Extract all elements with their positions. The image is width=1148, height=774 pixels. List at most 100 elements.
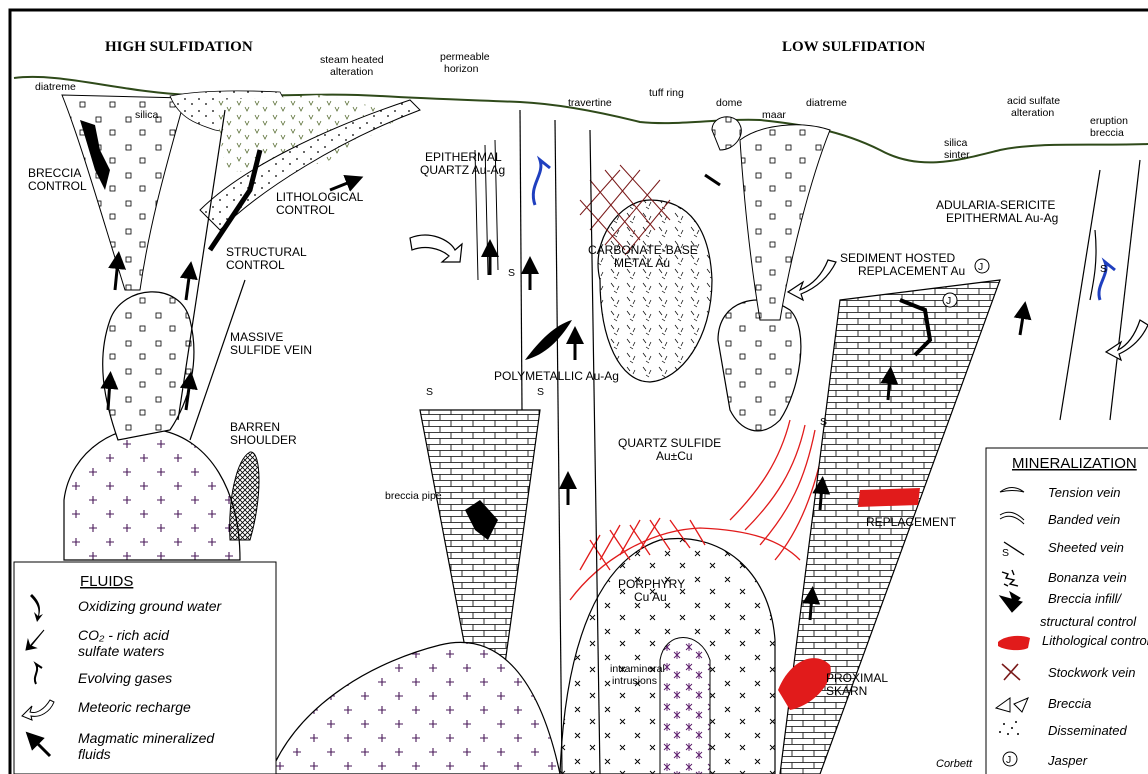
label-permeable-1: permeable	[440, 51, 490, 63]
label-sediment-hosted-2: REPLACEMENT Au	[858, 264, 965, 278]
fluids-item-3-text: Evolving gases	[78, 670, 172, 686]
hs-fault	[178, 110, 225, 420]
mineral-item-3-text: Sheeted vein	[1048, 540, 1124, 555]
replacement-red	[858, 488, 920, 507]
fluids-item-1-text: Oxidizing ground water	[78, 598, 223, 614]
label-lithological-1: LITHOLOGICAL	[276, 190, 364, 204]
mineral-item-9-text: Disseminated	[1048, 723, 1128, 738]
dome-top	[712, 117, 741, 150]
ls-fault-2	[1110, 160, 1140, 420]
mineral-item-5-text-1: Breccia infill/	[1048, 591, 1122, 606]
label-dome: dome	[716, 97, 742, 109]
fluids-item-5-text-2: fluids	[78, 746, 111, 762]
label-barren-2: SHOULDER	[230, 433, 297, 447]
mineral-item-6-text: Lithological control	[1042, 633, 1148, 648]
jasper-icon: J	[1003, 752, 1017, 766]
label-structural-2: CONTROL	[226, 258, 285, 272]
polymetallic-fault-1	[520, 110, 522, 410]
label-structural-1: STRUCTURAL	[226, 245, 307, 259]
label-acid-sulfate-2: alteration	[1011, 107, 1054, 119]
label-replacement: REPLACEMENT	[866, 515, 957, 529]
high-sulfidation-title: HIGH SULFIDATION	[105, 39, 253, 55]
label-sheeted-s-2: S	[426, 386, 433, 398]
label-breccia-control-1: BRECCIA	[28, 166, 81, 180]
author-credit: Corbett	[936, 758, 973, 770]
mineral-item-1-text: Tension vein	[1048, 485, 1121, 500]
fluids-item-5-text-1: Magmatic mineralized	[78, 730, 215, 746]
fluids-item-4-text: Meteoric recharge	[78, 699, 191, 715]
mineral-item-2-text: Banded vein	[1048, 512, 1120, 527]
label-carbonate-base-2: METAL Au	[614, 256, 670, 270]
intramineral-intrusion	[660, 638, 710, 774]
hs-intrusion	[64, 428, 240, 560]
fluids-legend-heading: FLUIDS	[80, 573, 133, 590]
polymetallic-fault-2	[555, 120, 562, 774]
label-quartz-sulfide-1: QUARTZ SULFIDE	[618, 436, 721, 450]
label-barren-1: BARREN	[230, 420, 280, 434]
label-epithermal-quartz-2: QUARTZ Au-Ag	[420, 163, 505, 177]
carbonate-base-dome	[598, 200, 712, 382]
label-silica-sinter-2: sinter	[944, 149, 970, 161]
label-eruption-2: breccia	[1090, 127, 1124, 139]
label-maar: maar	[762, 109, 786, 121]
mineral-item-7-text: Stockwork vein	[1048, 665, 1135, 680]
ls-tension-vein	[1090, 230, 1096, 300]
jasper-marker-2-label: J	[946, 295, 951, 307]
epithermal-gas-blue	[533, 160, 550, 205]
label-sheeted-s-1: S	[508, 267, 515, 279]
fluids-item-2-text-2: sulfate waters	[78, 643, 164, 659]
label-quartz-sulfide-2: Au±Cu	[656, 449, 693, 463]
ls-fault-1	[1060, 170, 1100, 420]
label-travertine: travertine	[568, 97, 612, 109]
mineral-item-8-text: Breccia	[1048, 696, 1091, 711]
label-epithermal-quartz-1: EPITHERMAL	[425, 150, 502, 164]
barren-shoulder	[230, 452, 259, 540]
ground-surface	[14, 77, 1148, 163]
fluids-item-2-text-1: CO₂ - rich acid	[78, 627, 170, 643]
label-silica-sinter-1: silica	[944, 137, 967, 149]
label-porphyry-2: Cu Au	[634, 590, 667, 604]
jasper-marker-1: J	[975, 259, 989, 273]
hs-vein	[190, 280, 245, 440]
label-steam-heated-2: alteration	[330, 66, 373, 78]
label-polymetallic: POLYMETALLIC Au-Ag	[494, 369, 619, 383]
low-sulfidation-title: LOW SULFIDATION	[782, 39, 925, 55]
label-carbonate-base-1: CARBONATE-BASE	[588, 243, 698, 257]
label-intramineral-1: intramineral	[610, 663, 665, 675]
label-silica-left: silica	[135, 109, 158, 121]
label-sheeted-s-5: S	[1100, 263, 1107, 275]
label-massive-sulfide-1: MASSIVE	[230, 330, 283, 344]
mineral-item-5-text-2: structural control	[1040, 614, 1137, 629]
label-adularia-1: ADULARIA-SERICITE	[936, 198, 1055, 212]
fluids-legend: FLUIDS Oxidizing ground water CO₂ - rich…	[14, 562, 276, 774]
label-lithological-2: CONTROL	[276, 203, 335, 217]
hs-stock	[103, 292, 194, 440]
label-sheeted-s-3: S	[537, 386, 544, 398]
mineralization-legend: MINERALIZATION Tension vein Banded vein …	[986, 448, 1148, 774]
label-acid-sulfate-1: acid sulfate	[1007, 95, 1060, 107]
label-diatreme-right: diatreme	[806, 97, 847, 109]
label-porphyry-1: PORPHYRY	[618, 577, 685, 591]
diatreme-right	[740, 125, 830, 320]
label-diatreme-left: diatreme	[35, 81, 76, 93]
label-sediment-hosted-1: SEDIMENT HOSTED	[840, 251, 955, 265]
label-intramineral-2: intrusions	[612, 675, 657, 687]
mineral-item-10-text: Jasper	[1047, 753, 1088, 768]
label-proximal-skarn-1: PROXIMAL	[826, 671, 888, 685]
label-tuff-ring: tuff ring	[649, 87, 684, 99]
label-permeable-2: horizon	[444, 63, 479, 75]
label-steam-heated-1: steam heated	[320, 54, 384, 66]
polymetallic-vein	[525, 320, 572, 360]
sheeted-vein-icon-s: S	[1002, 547, 1009, 559]
label-breccia-control-2: CONTROL	[28, 179, 87, 193]
label-proximal-skarn-2: SKARN	[826, 684, 867, 698]
label-breccia-pipe: breccia pipe	[385, 490, 442, 502]
label-massive-sulfide-2: SULFIDE VEIN	[230, 343, 312, 357]
jasper-marker-2: J	[943, 293, 957, 307]
jasper-icon-label: J	[1006, 754, 1011, 766]
mineralization-legend-heading: MINERALIZATION	[1012, 455, 1137, 472]
jasper-marker-1-label: J	[978, 261, 983, 273]
label-sheeted-s-4: S	[820, 416, 827, 428]
